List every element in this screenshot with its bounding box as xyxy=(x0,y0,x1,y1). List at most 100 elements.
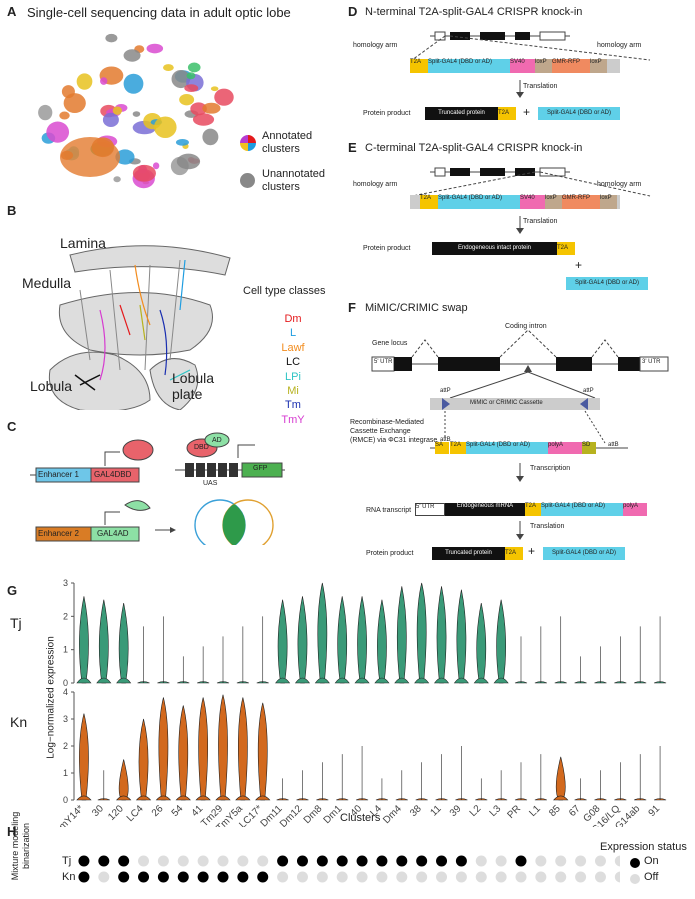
binarization-dot xyxy=(515,871,527,883)
transcription-arrowhead xyxy=(516,476,524,482)
binarization-dot xyxy=(336,871,348,883)
sd-seg: SD xyxy=(582,442,596,454)
medulla-shape xyxy=(58,292,213,356)
violin-base xyxy=(275,677,291,684)
uas-repeat xyxy=(229,463,238,477)
gal4dbd-box xyxy=(90,467,140,483)
panel-d-title: N-terminal T2A-split-GAL4 CRISPR knock-i… xyxy=(365,6,583,18)
exon xyxy=(438,357,500,371)
violin-base xyxy=(76,795,92,801)
binarization-dot xyxy=(356,855,368,867)
violin-mark xyxy=(357,596,367,684)
rna-split-gal4: Split-GAL4 (DBD or AD) xyxy=(541,503,623,516)
insertion-lines xyxy=(411,35,651,61)
violin-base xyxy=(155,795,172,801)
homology-arm-right: homology arm xyxy=(597,42,642,49)
g-xlabel: Clusters xyxy=(340,812,381,824)
cluster-tick-label: 26 xyxy=(150,803,166,819)
violin-mark xyxy=(98,599,109,684)
violin-base xyxy=(374,677,390,684)
cluster-tick-label: TmY14* xyxy=(60,803,86,827)
binarization-dot xyxy=(455,855,467,867)
split-gal4-diagram xyxy=(30,432,285,545)
ad-bound xyxy=(204,432,230,448)
rna-mrna: Endogeneous mRNA xyxy=(445,503,525,516)
tsne-cluster xyxy=(186,72,196,80)
rmce-dashes xyxy=(444,410,606,444)
tm-neuron xyxy=(159,309,168,376)
violin-base xyxy=(473,677,489,684)
binarization-dot xyxy=(316,855,328,867)
violin-y-tick-label: 3 xyxy=(63,714,68,724)
binarization-dot xyxy=(376,871,388,883)
uas-label: UAS xyxy=(203,480,218,487)
binarization-dot xyxy=(257,871,269,883)
dbd-label: DBD xyxy=(194,444,209,451)
binarization-dot xyxy=(98,855,110,867)
enhancer2-arrow xyxy=(104,511,120,525)
exon xyxy=(618,357,640,371)
tsne-cluster xyxy=(153,116,177,139)
cluster-tick-label: 85 xyxy=(547,803,563,819)
loxp-seg: loxP xyxy=(545,195,562,209)
tsne-plot xyxy=(38,33,234,189)
panel-d-label: D xyxy=(348,4,358,19)
violin-y-tick-label: 0 xyxy=(63,678,68,688)
mimic-cassette-bar xyxy=(430,398,600,410)
gfp-box xyxy=(241,462,283,478)
rna-transcript-label: RNA transcript xyxy=(366,507,412,514)
d-truncated: Truncated protein xyxy=(425,107,498,120)
violin-base xyxy=(96,677,112,684)
violin-mark xyxy=(456,589,467,684)
binarization-dot xyxy=(316,871,328,883)
violin-mark xyxy=(257,702,268,801)
tsne-cluster xyxy=(59,111,70,120)
violin-y-tick-label: 2 xyxy=(63,741,68,751)
d-translation-label: Translation xyxy=(523,83,558,90)
tsne-cluster xyxy=(176,153,201,170)
lawf-neuron xyxy=(134,264,151,326)
violin-y-tick-label: 1 xyxy=(63,768,68,778)
tsne-cluster xyxy=(60,137,120,177)
violin-y-tick-label: 2 xyxy=(63,611,68,621)
loxp-seg: loxP xyxy=(535,59,552,73)
tsne-cluster xyxy=(113,176,121,183)
f-t2a: T2A xyxy=(505,547,523,560)
violin-mark xyxy=(79,596,89,684)
binarization-dot xyxy=(436,855,448,867)
class-legend-item: L xyxy=(289,327,297,340)
binarization-dot xyxy=(594,871,606,883)
intron-dash xyxy=(591,339,619,358)
e-plus: + xyxy=(575,258,583,272)
f-plus: + xyxy=(528,544,536,558)
e-protein-product-label: Protein product xyxy=(363,245,411,252)
tsne-cluster xyxy=(210,86,219,92)
violin-mark xyxy=(416,582,427,684)
d-plus: + xyxy=(523,105,531,119)
binarization-dot xyxy=(376,855,388,867)
gfp-arrow xyxy=(237,444,255,458)
cluster-tick-label: Dm4 xyxy=(381,803,404,826)
violin-mark xyxy=(555,756,566,801)
binarization-dot xyxy=(217,855,229,867)
violin-mark xyxy=(297,596,308,684)
violin-y-tick-label: 3 xyxy=(63,578,68,588)
dbd-protein xyxy=(122,439,154,461)
lc-neuron xyxy=(74,374,101,391)
tsne-cluster xyxy=(76,73,93,90)
g-ylabel: Log−normalized expression xyxy=(45,636,57,759)
f-translation-arrowhead xyxy=(516,534,524,540)
lamina-shape xyxy=(69,245,231,276)
binarization-dot xyxy=(138,871,150,883)
class-legend-item: LPi xyxy=(285,370,301,383)
e-t2a: T2A xyxy=(557,242,575,255)
tmy-neuron xyxy=(99,309,106,381)
tsne-cluster xyxy=(152,162,160,170)
annotated-legend-swatch xyxy=(240,135,256,151)
split-gal4-seg: Split-GAL4 (DBD or AD) xyxy=(428,59,510,73)
n-terminal-cassette: T2A Split-GAL4 (DBD or AD) SV40 loxP GMR… xyxy=(410,59,607,73)
binarization-dot xyxy=(436,871,448,883)
binarization-dot xyxy=(197,855,209,867)
attb-left-label: attB xyxy=(440,437,451,443)
